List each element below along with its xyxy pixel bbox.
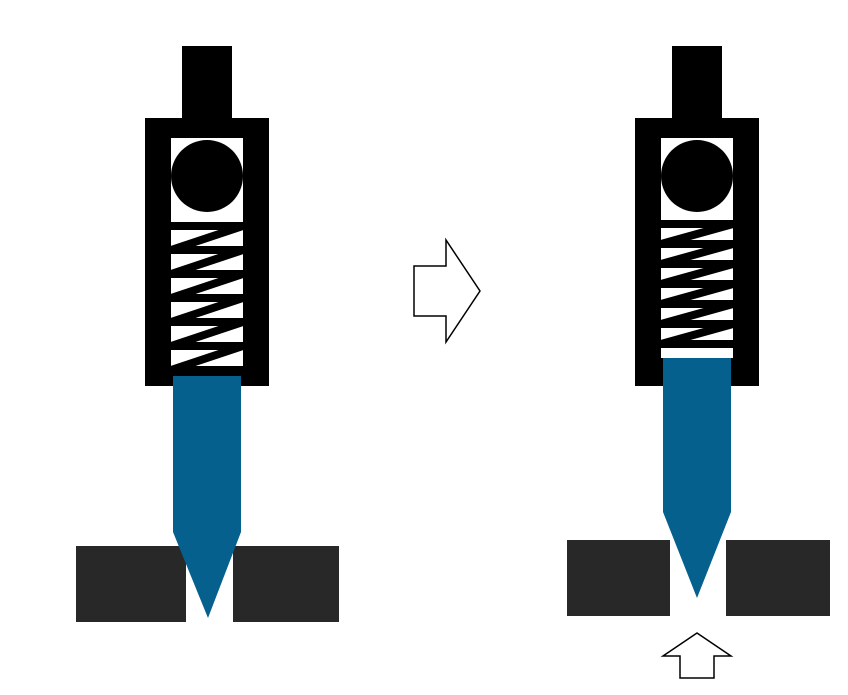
spring-coil <box>169 222 245 374</box>
left-block <box>567 540 670 616</box>
right-arrow-icon <box>413 237 481 345</box>
right-block <box>726 540 830 616</box>
ball <box>171 140 243 212</box>
stem <box>672 46 722 120</box>
before-state <box>76 46 339 622</box>
right-block <box>233 546 339 622</box>
after-state <box>567 46 830 616</box>
spring-coil <box>659 220 735 348</box>
ball <box>661 140 733 212</box>
stem <box>182 46 232 120</box>
up-arrow-icon <box>660 632 734 679</box>
pin <box>663 358 731 598</box>
left-block <box>76 546 186 622</box>
pin <box>173 376 241 618</box>
